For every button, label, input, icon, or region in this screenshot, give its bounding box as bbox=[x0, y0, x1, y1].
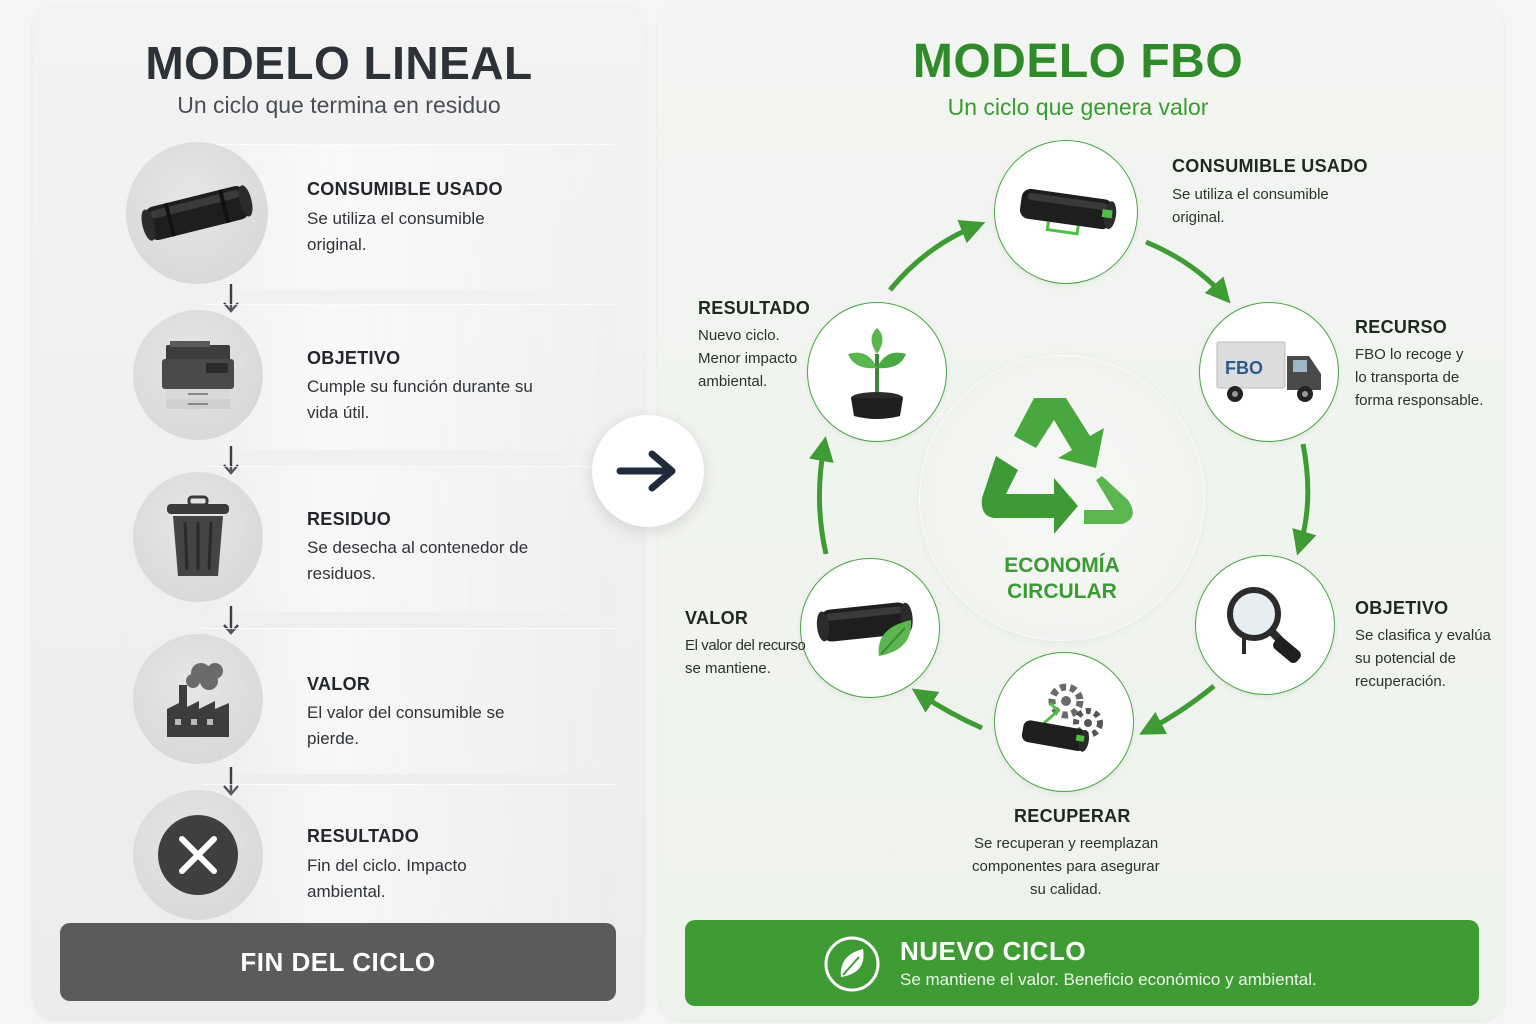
step-desc: Se desecha al contenedor de residuos. bbox=[307, 538, 529, 583]
linear-step-valor: VALOR El valor del consumible se pierde. bbox=[33, 626, 645, 776]
step-desc: Fin del ciclo. Impacto ambiental. bbox=[307, 856, 467, 901]
step-desc: Se utiliza el consumible original. bbox=[307, 209, 485, 254]
delivery-truck-icon: FBO bbox=[1216, 341, 1321, 402]
node-desc: Menor impacto bbox=[698, 350, 798, 367]
node-desc: El valor del recurso bbox=[685, 637, 806, 654]
step-title: RESIDUO bbox=[307, 509, 392, 529]
printer-icon bbox=[133, 310, 263, 440]
linear-model-subtitle: Un ciclo que termina en residuo bbox=[177, 92, 501, 118]
node-desc: original. bbox=[1172, 209, 1225, 226]
magnifier-icon bbox=[1227, 587, 1301, 664]
fbo-model-subtitle: Un ciclo que genera valor bbox=[947, 94, 1209, 120]
linear-model-title: MODELO LINEAL bbox=[145, 37, 533, 89]
linear-step-residuo: RESIDUO Se desecha al contenedor de resi… bbox=[33, 464, 645, 614]
node-consumible-usado bbox=[994, 140, 1138, 284]
node-objetivo bbox=[1195, 555, 1335, 695]
linear-step-resultado: RESULTADO Fin del ciclo. Impacto ambient… bbox=[33, 782, 645, 932]
node-desc: FBO lo recoge y bbox=[1355, 346, 1464, 363]
node-desc: forma responsable. bbox=[1355, 392, 1484, 409]
node-desc: recuperación. bbox=[1355, 673, 1446, 690]
node-resultado bbox=[807, 302, 947, 442]
node-desc: Nuevo ciclo. bbox=[698, 327, 780, 344]
fbo-model-title: MODELO FBO bbox=[912, 35, 1244, 88]
node-desc: lo transporta de bbox=[1355, 369, 1460, 386]
toner-cartridge-icon bbox=[1019, 188, 1117, 236]
step-desc: Cumple su función durante su vida útil. bbox=[307, 377, 533, 422]
new-cycle-subtitle: Se mantiene el valor. Beneficio económic… bbox=[900, 970, 1317, 989]
node-desc: ambiental. bbox=[698, 373, 768, 390]
step-title: RESULTADO bbox=[307, 826, 420, 846]
node-desc: Se utiliza el consumible bbox=[1172, 186, 1329, 203]
node-recurso: FBO bbox=[1199, 302, 1339, 442]
leaf-badge-icon bbox=[824, 936, 880, 992]
transition-arrow-button bbox=[592, 415, 704, 527]
node-desc: Se recuperan y reemplazan bbox=[974, 835, 1159, 852]
plant-sprout-icon bbox=[848, 328, 906, 419]
truck-label: FBO bbox=[1225, 358, 1263, 378]
new-cycle-banner: NUEVO CICLO Se mantiene el valor. Benefi… bbox=[685, 920, 1479, 1006]
end-of-cycle-banner: FIN DEL CICLO bbox=[60, 923, 616, 1001]
node-title: RESULTADO bbox=[698, 298, 811, 318]
node-title: RECURSO bbox=[1355, 317, 1448, 337]
node-recuperar bbox=[994, 652, 1134, 792]
node-title: RECUPERAR bbox=[1014, 806, 1131, 826]
node-title: CONSUMIBLE USADO bbox=[1172, 156, 1368, 176]
factory-icon bbox=[133, 634, 263, 764]
node-desc: Se clasifica y evalúa bbox=[1355, 627, 1491, 644]
close-x-icon bbox=[133, 790, 263, 920]
toner-cartridge-icon bbox=[126, 142, 268, 284]
fbo-model-panel: MODELO FBO Un ciclo que genera valor ECO… bbox=[658, 6, 1504, 1020]
new-cycle-title: NUEVO CICLO bbox=[900, 936, 1087, 966]
recycle-icon bbox=[981, 398, 1133, 534]
gears-cartridge-icon bbox=[1021, 683, 1103, 752]
node-desc: se mantiene. bbox=[685, 660, 771, 677]
cycle-arrows bbox=[809, 219, 1317, 735]
linear-model-panel: MODELO LINEAL Un ciclo que termina en re… bbox=[33, 6, 645, 1020]
step-desc: El valor del consumible se pierde. bbox=[307, 703, 505, 748]
step-title: OBJETIVO bbox=[307, 348, 401, 368]
node-valor bbox=[800, 558, 940, 698]
linear-step-objetivo: OBJETIVO Cumple su función durante su vi… bbox=[33, 302, 645, 452]
node-title: VALOR bbox=[685, 608, 749, 628]
cartridge-leaf-icon bbox=[816, 602, 913, 656]
center-label-line1: ECONOMÍA bbox=[1004, 554, 1120, 577]
node-title: OBJETIVO bbox=[1355, 598, 1449, 618]
linear-step-consumible: CONSUMIBLE USADO Se utiliza el consumibl… bbox=[33, 142, 645, 292]
trash-can-icon bbox=[133, 472, 263, 602]
node-desc: su calidad. bbox=[1030, 881, 1102, 898]
node-desc: componentes para asegurar bbox=[972, 858, 1160, 875]
arrow-right-icon bbox=[616, 450, 676, 492]
node-desc: su potencial de bbox=[1355, 650, 1456, 667]
step-title: CONSUMIBLE USADO bbox=[307, 179, 503, 199]
center-label-line2: CIRCULAR bbox=[1007, 580, 1117, 603]
step-title: VALOR bbox=[307, 674, 371, 694]
